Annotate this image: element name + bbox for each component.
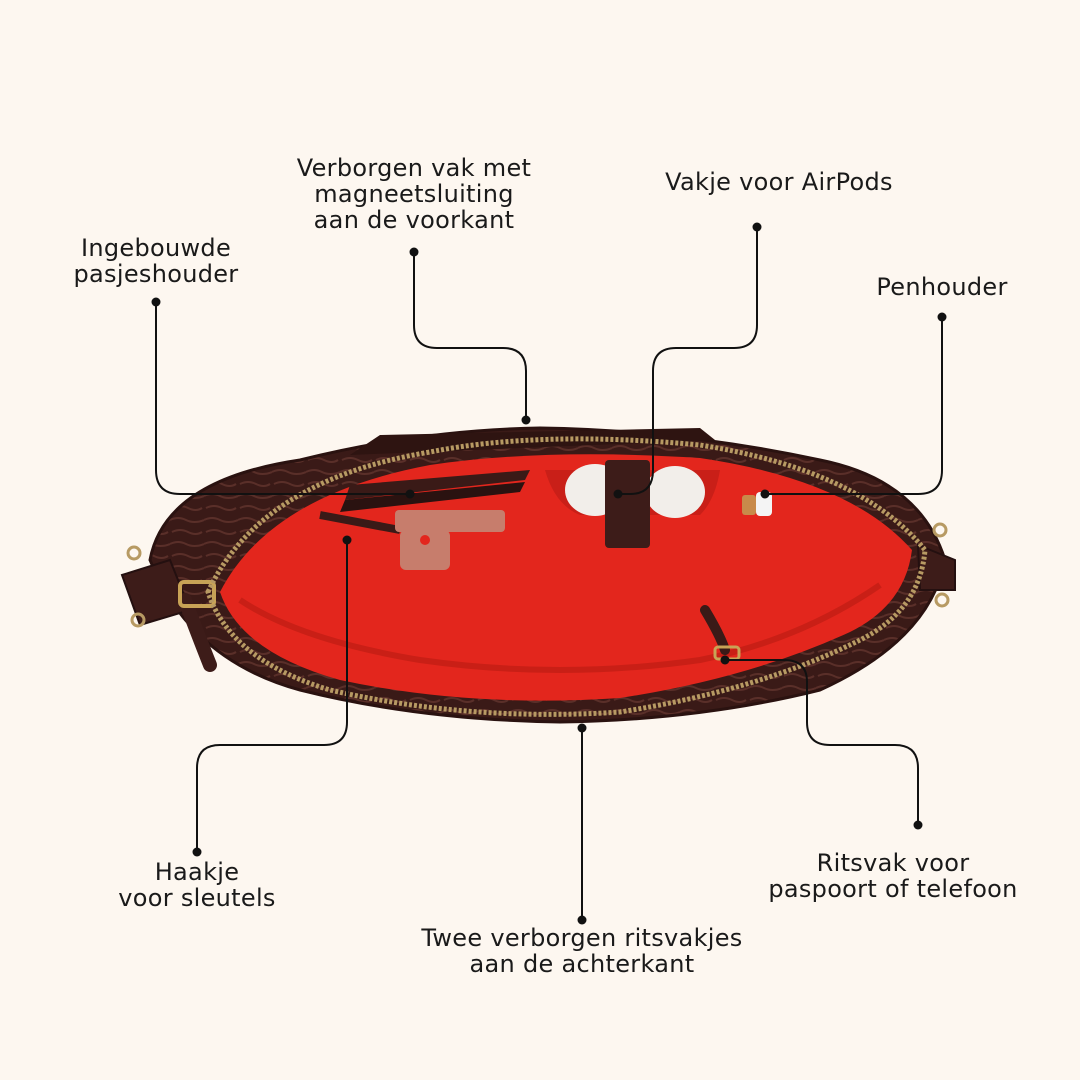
label-magnetic-front-line1: Verborgen vak met: [296, 154, 532, 182]
dot-pen-holder-top: [937, 312, 947, 322]
label-pen-holder-line1: Penhouder: [876, 273, 1008, 301]
label-passport-zip: Ritsvak voor paspoort of telefoon: [768, 850, 1017, 902]
leader-card-holder: [155, 302, 410, 495]
label-key-hook: Haakje voor sleutels: [118, 859, 275, 911]
dot-card-holder-end: [405, 489, 415, 499]
label-back-zips: Twee verborgen ritsvakjes aan de achterk…: [421, 925, 742, 977]
card-holder-slot: [340, 470, 530, 512]
label-back-zips-line2: aan de achterkant: [469, 950, 695, 978]
label-passport-zip-line2: paspoort of telefoon: [768, 875, 1018, 903]
dot-back-zips-bottom: [577, 915, 587, 925]
airpods-pocket: [545, 460, 720, 548]
airpods-strap: [605, 460, 650, 548]
red-lining: [220, 454, 912, 701]
leader-dots: [151, 222, 947, 925]
dot-key-hook-end: [342, 535, 352, 545]
label-back-zips-line1: Twee verborgen ritsvakjes: [421, 924, 743, 952]
pen-icon: [742, 492, 772, 516]
label-key-hook-line1: Haakje: [154, 858, 240, 886]
label-card-holder: Ingebouwde pasjeshouder: [74, 235, 239, 287]
label-passport-zip-line1: Ritsvak voor: [816, 849, 970, 877]
dot-magnetic-front-top: [409, 247, 419, 257]
leader-lines: [155, 227, 943, 920]
leader-pen-holder: [765, 317, 943, 495]
dot-card-holder-top: [151, 297, 161, 307]
label-card-holder-line1: Ingebouwde: [80, 234, 232, 262]
dot-passport-zip-bottom: [913, 820, 923, 830]
dot-airpods-top: [752, 222, 762, 232]
dot-magnetic-front-bottom: [521, 415, 531, 425]
label-card-holder-line2: pasjeshouder: [73, 260, 239, 288]
leader-magnetic-front: [413, 252, 527, 420]
dot-back-zips-end: [577, 723, 587, 733]
dot-airpods-bottom: [613, 489, 623, 499]
label-airpods: Vakje voor AirPods: [665, 169, 893, 195]
label-key-hook-line2: voor sleutels: [118, 884, 276, 912]
dot-key-hook-bottom: [192, 847, 202, 857]
dot-passport-zip-end: [720, 655, 730, 665]
zipper-track: [205, 436, 928, 717]
leader-passport-zip: [725, 659, 919, 825]
dot-pen-holder-end: [760, 489, 770, 499]
label-magnetic-front-line2: magneetsluiting: [314, 180, 514, 208]
label-magnetic-front: Verborgen vak met magneetsluiting aan de…: [297, 155, 531, 233]
zipper-pull-icon: [178, 580, 216, 608]
label-magnetic-front-line3: aan de voorkant: [313, 206, 515, 234]
label-pen-holder: Penhouder: [876, 274, 1007, 300]
label-airpods-line1: Vakje voor AirPods: [665, 168, 893, 196]
keys-icon: [319, 510, 505, 570]
leader-key-hook: [196, 540, 348, 852]
leader-airpods: [618, 227, 758, 495]
